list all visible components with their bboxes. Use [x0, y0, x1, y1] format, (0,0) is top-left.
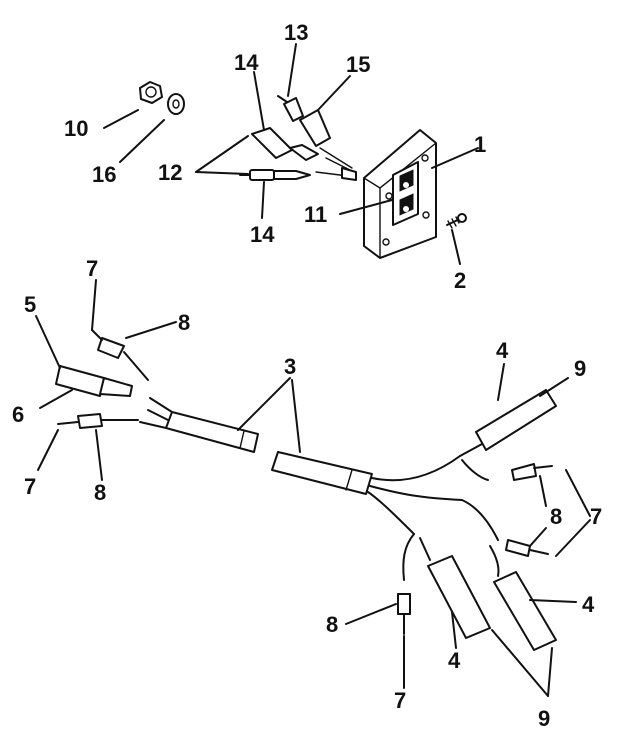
bullet-terminal-right-upper [511, 463, 553, 481]
right-loop-leads [402, 459, 500, 581]
callout-14-top: 14 [234, 50, 259, 75]
callout-15: 15 [346, 52, 370, 77]
callout-9-bottom: 9 [538, 706, 550, 731]
harness-main-sheath [165, 411, 373, 495]
screw [446, 213, 467, 229]
callout-10: 10 [64, 116, 88, 141]
callout-12: 12 [158, 160, 182, 185]
connector-boot-upper-right [475, 389, 557, 451]
callout-labels: 1 2 3 4 4 4 5 6 7 7 7 7 8 8 8 8 9 9 10 1… [12, 20, 602, 731]
harness-left-leads [139, 397, 173, 429]
callout-4-right: 4 [582, 592, 595, 617]
callout-2: 2 [454, 268, 466, 293]
callout-7-right: 7 [590, 504, 602, 529]
callout-7-bottom: 7 [394, 688, 406, 713]
terminal-connector-upper [277, 95, 331, 147]
callout-9-top: 9 [574, 356, 586, 381]
callout-16: 16 [92, 162, 116, 187]
switch-block [392, 161, 419, 226]
washer [167, 93, 185, 115]
callout-4-bottom: 4 [448, 648, 461, 673]
bullet-terminal-lower-left [57, 413, 139, 429]
callout-1: 1 [474, 132, 486, 157]
callout-11: 11 [304, 202, 327, 227]
callout-3: 3 [284, 354, 296, 379]
connector-boot-left [55, 365, 133, 397]
callout-8-left: 8 [94, 480, 106, 505]
nut [139, 81, 163, 104]
bullet-terminal-bottom [397, 593, 411, 635]
callout-8-right: 8 [550, 504, 562, 529]
callout-4-top: 4 [496, 338, 509, 363]
harness-right-leads [367, 443, 483, 535]
connector-boot-lower-center [427, 555, 491, 639]
callout-6: 6 [12, 402, 24, 427]
callout-8-top: 8 [178, 310, 190, 335]
terminal-sleeve-lower [239, 169, 311, 181]
callout-7-left: 7 [24, 474, 36, 499]
leader-lines [35, 43, 591, 697]
switch-wires [315, 147, 357, 181]
callout-7-top: 7 [86, 256, 98, 281]
callout-5: 5 [24, 292, 36, 317]
connector-boot-lower-right [493, 571, 557, 651]
bullet-terminal-right-lower [505, 539, 549, 557]
callout-8-bottom: 8 [326, 612, 338, 637]
callout-13: 13 [284, 20, 308, 45]
bullet-terminal-upper-left [91, 329, 149, 381]
callout-14-bottom: 14 [250, 222, 275, 247]
